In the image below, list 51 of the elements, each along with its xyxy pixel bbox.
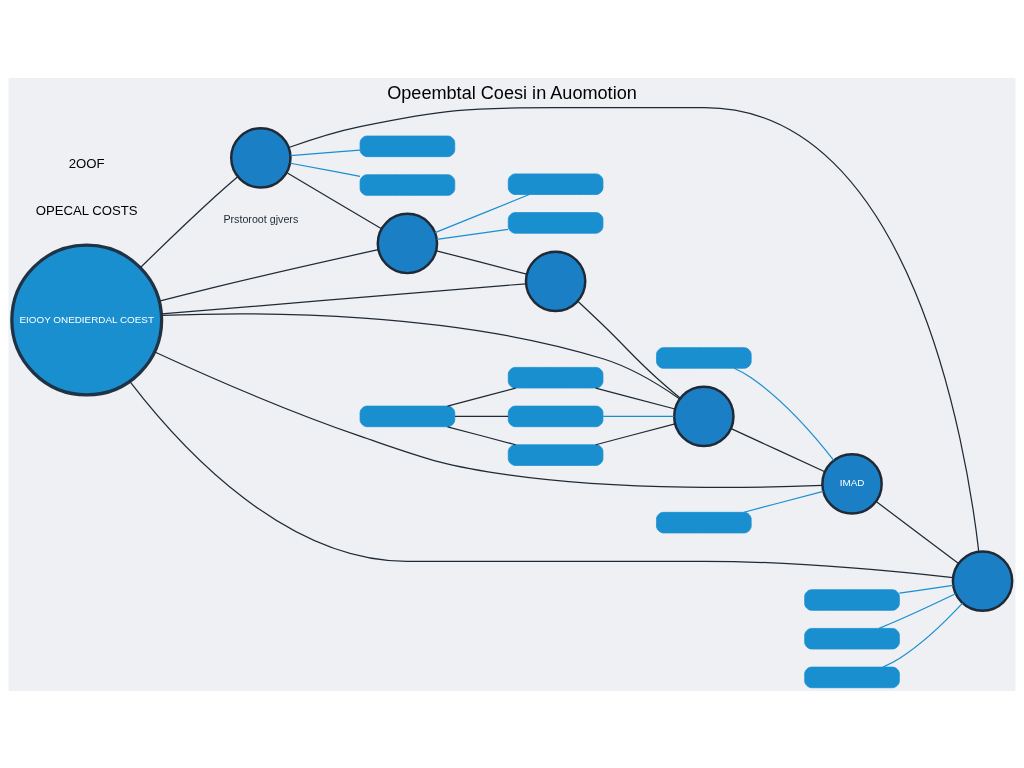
diagram-title: Opeembtal Coesi in Auomotion xyxy=(387,82,637,103)
node-box xyxy=(656,346,752,369)
connector xyxy=(158,248,379,302)
connector xyxy=(435,249,528,275)
node-box xyxy=(804,627,900,649)
connector xyxy=(730,427,826,472)
connector xyxy=(139,175,239,268)
node-box xyxy=(804,666,900,688)
node-box xyxy=(804,588,900,611)
label: OPECAL COSTS xyxy=(35,202,138,218)
connector xyxy=(446,386,517,407)
connector xyxy=(454,415,509,417)
connector xyxy=(898,584,954,594)
connector xyxy=(446,425,517,445)
connector xyxy=(875,500,960,564)
connector xyxy=(288,106,980,552)
node-circle xyxy=(376,212,439,274)
node-box xyxy=(507,211,604,234)
label: 2OOF xyxy=(68,155,105,171)
connector xyxy=(577,300,681,399)
connector xyxy=(289,162,361,177)
node-box xyxy=(359,135,456,157)
node-box xyxy=(507,443,604,466)
node-circle xyxy=(524,250,587,312)
connector xyxy=(878,592,957,629)
connector xyxy=(129,380,954,578)
connector xyxy=(160,312,681,400)
connector xyxy=(285,171,383,229)
node-label: Prstoroot gjvers xyxy=(223,212,299,225)
node-circle xyxy=(672,385,735,447)
connector xyxy=(290,148,361,156)
connector xyxy=(743,490,824,513)
connector xyxy=(160,282,527,315)
connector xyxy=(733,367,835,461)
node-box xyxy=(507,173,604,195)
node-box xyxy=(507,405,604,427)
node-circle xyxy=(951,549,1014,612)
connector xyxy=(595,386,676,410)
node-circle: IMAD xyxy=(821,452,883,515)
connector xyxy=(882,602,964,668)
connector xyxy=(595,422,676,445)
node-circle: EIOOY ONEDIERDAL COEST xyxy=(10,243,164,397)
node-circle xyxy=(229,126,292,189)
connector xyxy=(434,193,530,233)
connector xyxy=(602,415,675,417)
node-box xyxy=(359,173,456,196)
connector xyxy=(154,350,823,488)
node-box xyxy=(507,366,604,388)
connector xyxy=(436,228,509,240)
node-box xyxy=(359,405,456,427)
node-box xyxy=(656,511,752,533)
